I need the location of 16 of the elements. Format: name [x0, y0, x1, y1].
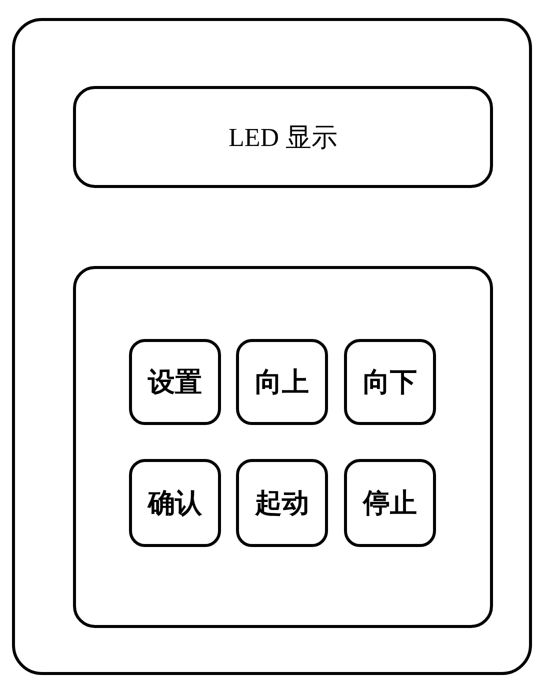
- keypad-key: [344, 339, 436, 425]
- keypad-key: [236, 339, 328, 425]
- key-label: 设置: [148, 366, 202, 399]
- key-label: 起动: [255, 486, 309, 520]
- keypad-key: [344, 459, 436, 547]
- device-casing: [12, 18, 532, 675]
- keypad-key: [129, 459, 221, 547]
- key-label: 向上: [255, 366, 309, 399]
- key-label: 确认: [148, 486, 202, 520]
- display-label: LED 显示: [228, 122, 338, 154]
- keypad-panel: [73, 266, 493, 628]
- key-label: 停止: [363, 486, 417, 520]
- display-panel: [73, 86, 493, 188]
- keypad-key: [236, 459, 328, 547]
- keypad-key: [129, 339, 221, 425]
- key-label: 向下: [363, 366, 417, 399]
